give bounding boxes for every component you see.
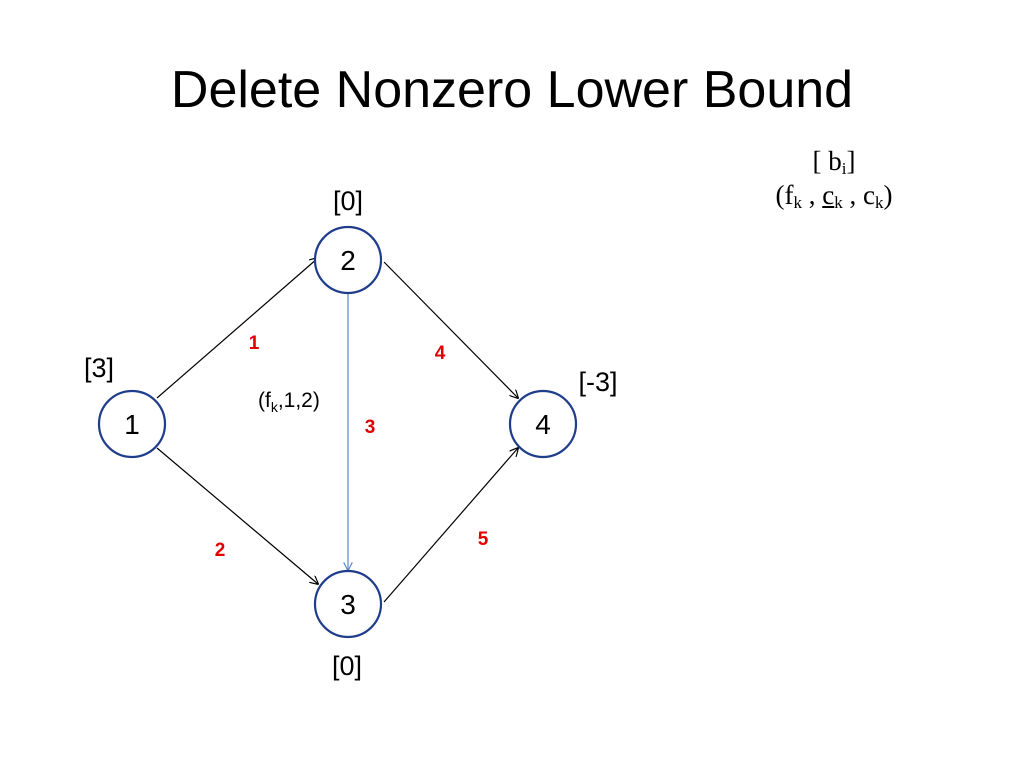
node-4: 4 [508,389,578,459]
node-3-label: 3 [340,589,356,620]
node-1-supply: [3] [84,353,114,383]
node-2: 2 [313,225,383,295]
arc-5-number: 5 [478,529,489,550]
page-title: Delete Nonzero Lower Bound [170,61,854,119]
arc-3-number: 3 [365,417,376,438]
node-1-label: 1 [124,409,140,440]
legend: [ bi] (fk , ck , ck) [744,145,924,214]
legend-supply-line: [ bi] [812,146,856,178]
arc-1-number: 1 [249,333,260,354]
node-2-label: 2 [340,245,356,276]
arc-3-4 [383,448,518,603]
arc-2-number: 2 [215,540,226,561]
node-4-label: 4 [535,409,551,440]
arc-1-2 [156,258,318,399]
node-4-supply: [-3] [578,367,617,397]
arc-3-annotation: (fk,1,2) [258,389,320,415]
arc-4-number: 4 [435,343,446,364]
node-2-supply: [0] [333,186,363,216]
node-3: 3 [313,569,383,639]
legend-arc-line: (fk , ck , ck) [775,180,893,213]
arc-1-3 [156,447,318,584]
node-1: 1 [97,389,167,459]
arc-2-4 [383,261,518,398]
node-3-supply: [0] [332,651,362,681]
